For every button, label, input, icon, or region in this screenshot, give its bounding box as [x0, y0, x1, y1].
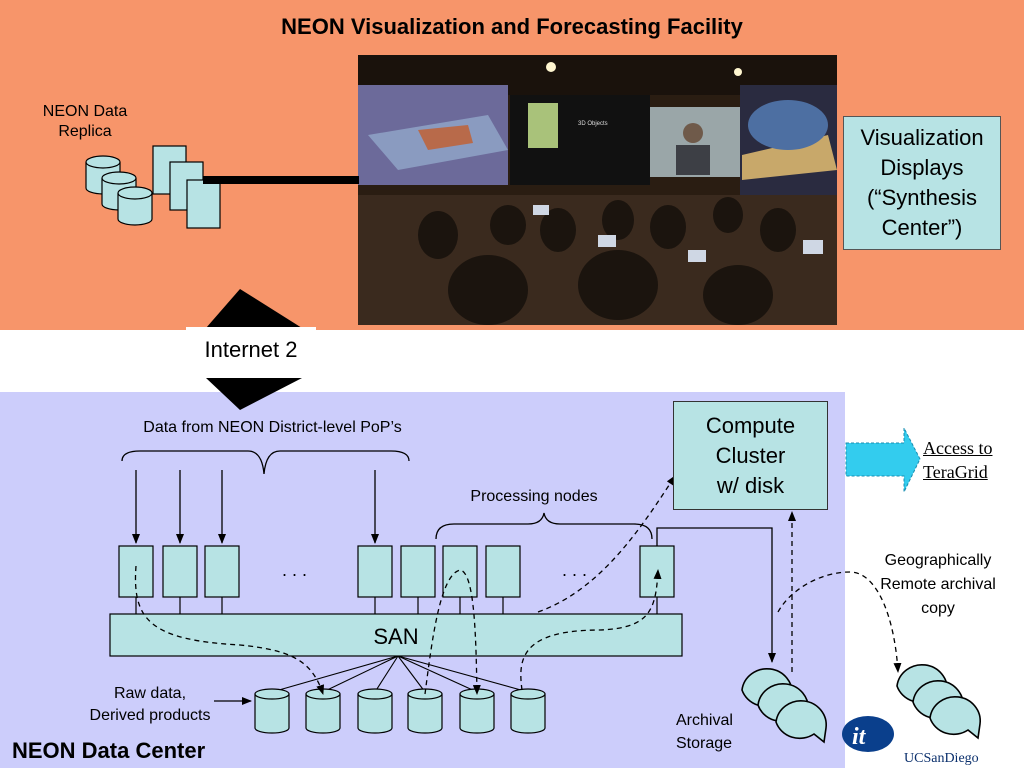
- storage-disk-icon: [357, 688, 393, 734]
- storage-disk-icon: [305, 688, 341, 734]
- replica-connection-line: [203, 176, 359, 184]
- processing-node: [485, 545, 521, 598]
- replica-disk-icon: [85, 155, 153, 226]
- data-center-label: NEON Data Center: [12, 738, 206, 763]
- data-node: [118, 545, 154, 598]
- storage-disk-icon: [254, 688, 290, 734]
- san-bar: [109, 613, 683, 657]
- visualization-displays-box: Visualization Displays (“Synthesis Cente…: [843, 116, 1001, 250]
- raw-data-label: Raw data, Derived products: [89, 685, 211, 724]
- compute-cluster-box: Compute Cluster w/ disk: [673, 401, 828, 510]
- archival-storage-icon: [741, 668, 827, 744]
- svg-text:it: it: [852, 724, 867, 750]
- visualization-room-photo: 3D Objects: [358, 55, 837, 325]
- storage-disk-icon: [407, 688, 443, 734]
- it-logo: it: [842, 716, 894, 752]
- processing-nodes-label: Processing nodes: [470, 488, 598, 505]
- teragrid-arrow-icon: [845, 427, 921, 493]
- processing-node: [442, 545, 478, 598]
- remote-archive-label: Geographically Remote archival copy: [880, 552, 996, 617]
- dataflow-dashed-lines: [134, 475, 902, 695]
- data-node: [400, 545, 436, 598]
- data-sources-label: Data from NEON District-level PoP’s: [143, 419, 402, 436]
- remote-archive-icon: [896, 664, 981, 740]
- replica-label: NEON Data Replica: [42, 103, 128, 140]
- storage-disk-icon: [510, 688, 546, 734]
- processing-node: [639, 545, 675, 598]
- internet-label: Internet 2: [186, 327, 316, 373]
- processing-ellipsis: . . .: [562, 560, 587, 580]
- data-node: [204, 545, 240, 598]
- replica-server-icon: [152, 145, 221, 229]
- san-label: SAN: [373, 624, 419, 649]
- nodes-ellipsis: . . .: [282, 560, 307, 580]
- diagram-title: NEON Visualization and Forecasting Facil…: [281, 14, 743, 39]
- data-node: [357, 545, 393, 598]
- storage-disk-icon: [459, 688, 495, 734]
- screen-caption: 3D Objects: [578, 121, 608, 127]
- data-node: [162, 545, 198, 598]
- data-sources-brace: [121, 450, 410, 475]
- compute-to-archive-line: [656, 527, 776, 663]
- incoming-data-arrows: [132, 470, 379, 544]
- processing-brace: [435, 512, 653, 540]
- ucsd-logo: UCSanDiego: [904, 751, 979, 766]
- archival-storage-label: Archival Storage: [676, 712, 733, 752]
- teragrid-label: Access to TeraGrid: [923, 438, 993, 482]
